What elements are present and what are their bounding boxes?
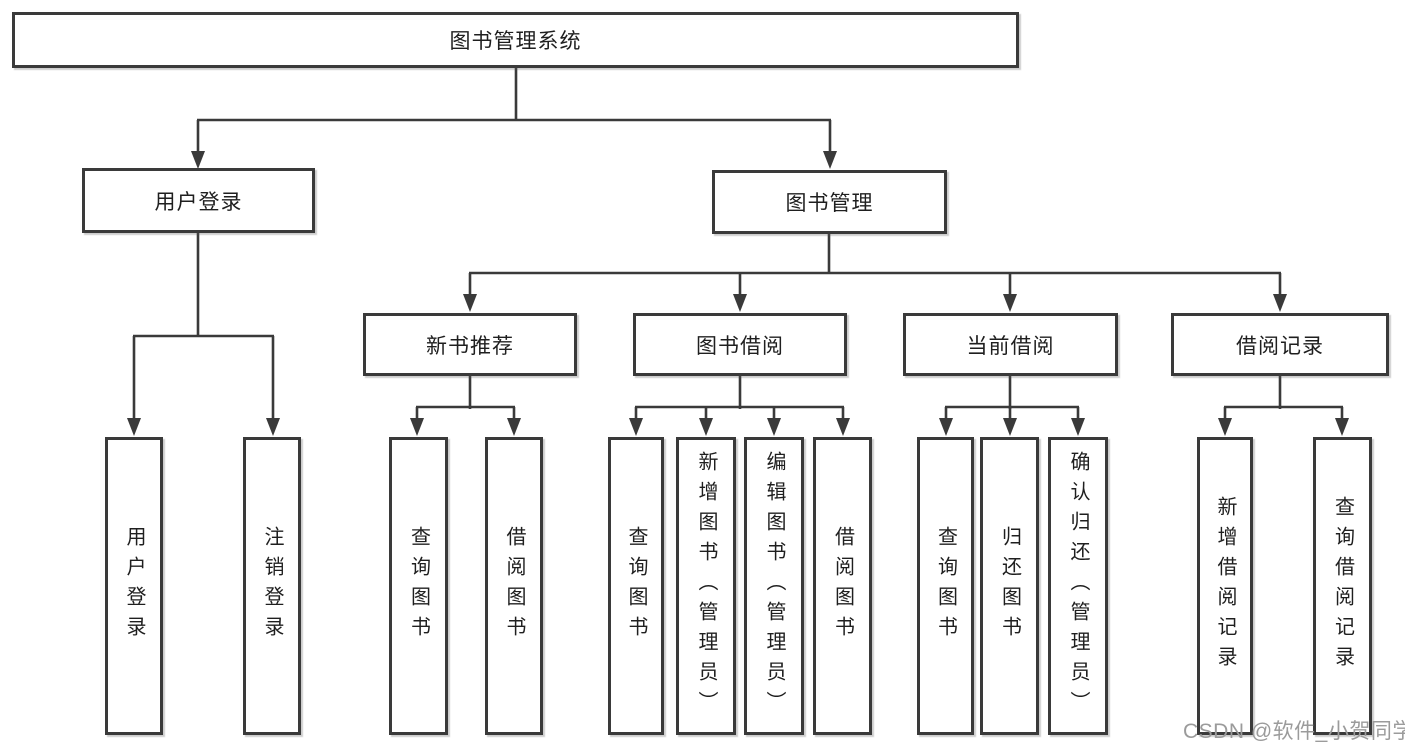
node-label: 借阅图书: [831, 526, 854, 646]
leaf-query-books-current: 查询图书: [917, 437, 974, 735]
node-user-login: 用户登录: [82, 168, 315, 233]
node-label: 查询借阅记录: [1331, 496, 1354, 676]
node-book-management: 图书管理: [712, 170, 947, 234]
node-borrow-records: 借阅记录: [1171, 313, 1389, 376]
leaf-borrow-books: 借阅图书: [813, 437, 872, 735]
leaf-confirm-return-admin: 确认归还（管理员）: [1048, 437, 1108, 735]
node-label: 新书推荐: [426, 334, 514, 358]
leaf-return-book: 归还图书: [980, 437, 1039, 735]
node-label: 图书管理系统: [449, 30, 582, 53]
node-label: 查询图书: [934, 526, 957, 646]
leaf-logout: 注销登录: [243, 437, 301, 735]
leaf-query-books-borrow: 查询图书: [608, 437, 664, 735]
node-label: 确认归还（管理员）: [1067, 451, 1089, 721]
node-label: 借阅记录: [1236, 334, 1324, 358]
node-label: 查询图书: [407, 526, 430, 646]
node-root: 图书管理系统: [12, 12, 1019, 68]
node-label: 用户登录: [123, 526, 145, 646]
node-label: 编辑图书（管理员）: [763, 451, 785, 721]
node-label: 借阅图书: [503, 526, 525, 646]
node-label: 图书借阅: [696, 334, 784, 358]
leaf-add-borrow-record: 新增借阅记录: [1197, 437, 1253, 735]
node-label: 用户登录: [154, 190, 243, 214]
node-current-borrow: 当前借阅: [903, 313, 1118, 376]
leaf-user-login: 用户登录: [105, 437, 163, 735]
node-book-borrow: 图书借阅: [633, 313, 847, 376]
leaf-query-books-recommend: 查询图书: [389, 437, 448, 735]
leaf-borrow-books-recommend: 借阅图书: [485, 437, 543, 735]
leaf-edit-book-admin: 编辑图书（管理员）: [744, 437, 804, 735]
node-label: 归还图书: [998, 526, 1021, 646]
node-new-book-recommend: 新书推荐: [363, 313, 577, 376]
node-label: 注销登录: [261, 526, 283, 646]
node-label: 当前借阅: [966, 334, 1055, 358]
node-label: 新增图书（管理员）: [695, 451, 717, 721]
leaf-query-borrow-record: 查询借阅记录: [1313, 437, 1372, 735]
node-label: 查询图书: [625, 526, 647, 646]
node-label: 图书管理: [785, 192, 874, 215]
leaf-add-book-admin: 新增图书（管理员）: [676, 437, 736, 735]
node-label: 新增借阅记录: [1214, 496, 1236, 676]
csdn-watermark: CSDN @软件_小贺同学: [1183, 720, 1405, 743]
